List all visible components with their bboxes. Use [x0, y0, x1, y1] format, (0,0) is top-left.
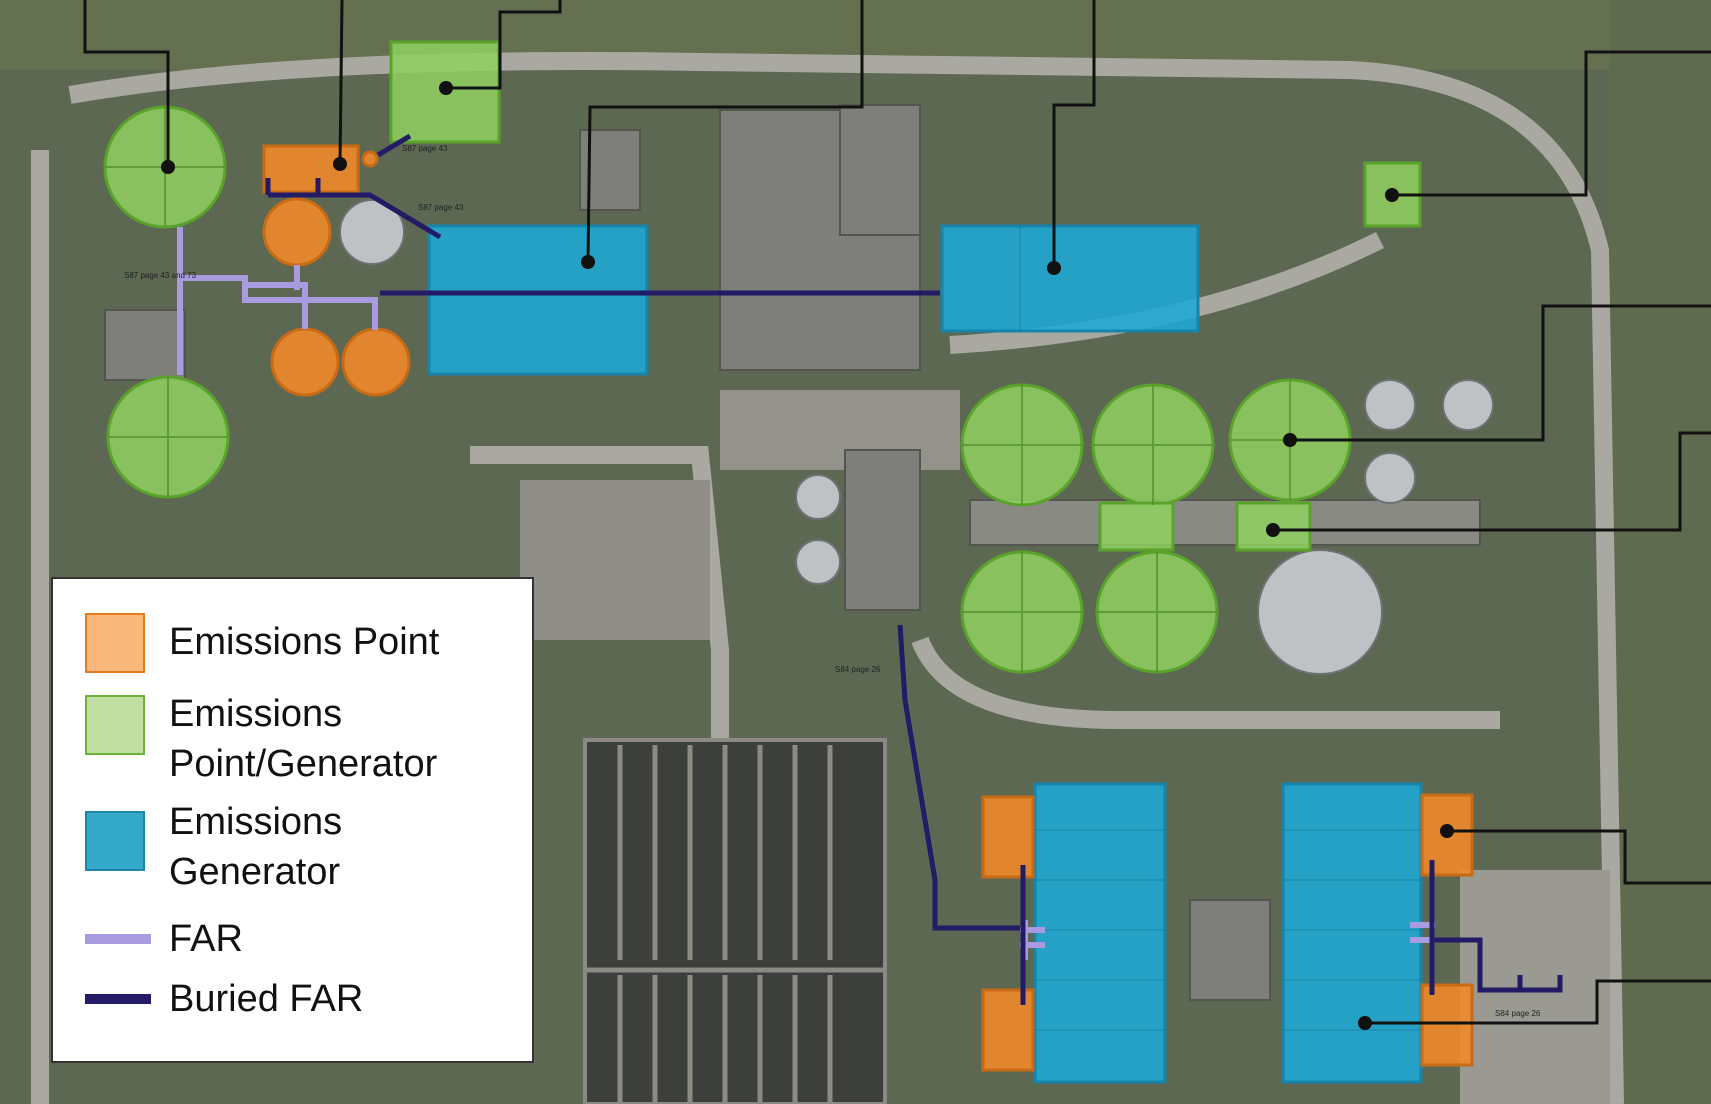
generator-building-north-east [940, 224, 1200, 333]
buried-far-south-run [897, 624, 1020, 931]
building-central-north [839, 104, 921, 236]
tank-grey-1 [1364, 379, 1416, 431]
road-north-loop [68, 51, 1624, 1104]
callout-point-se-top [1447, 829, 1711, 885]
far-west-branch [180, 275, 378, 330]
emissions-points [262, 144, 1474, 1072]
annotation-s84-b: S84 page 26 [1495, 1009, 1541, 1018]
buried-far-lines [265, 133, 1563, 1005]
far-lines [177, 227, 1435, 960]
tank-grey-east-large [1257, 549, 1383, 675]
annotation-s87-a: S87 page 43 [402, 144, 448, 153]
grey-buildings [104, 104, 1481, 1001]
callout-green-box-east [1392, 50, 1711, 197]
point-box-sw-top [981, 795, 1035, 879]
callout-generator-se [1365, 979, 1711, 1025]
legend-line-far [85, 934, 151, 944]
legend-item-emissions-generator: Emissions Generator [53, 797, 532, 897]
tank-grey-4 [795, 474, 841, 520]
grey-tanks [339, 199, 1494, 675]
legend-swatch-green [85, 695, 145, 755]
legend-label: Emissions Generator [169, 801, 343, 893]
building-south-middle [1189, 899, 1271, 1001]
legend-item-emissions-point-generator: Emissions Point/Generator [53, 689, 532, 789]
callout-generator-ne [1052, 0, 1096, 268]
generator-building-west [427, 224, 649, 376]
buried-far-north [268, 192, 442, 240]
aeration-basins [583, 738, 887, 1104]
callout-lines [83, 0, 1711, 1025]
callout-point-box [338, 0, 344, 165]
legend-label: FAR [169, 918, 243, 960]
map-legend: Emissions Point Emissions Point/Generato… [51, 577, 534, 1063]
far-west-branch-2 [245, 282, 308, 329]
building-west [104, 309, 186, 381]
point-box-se-bottom [1420, 983, 1474, 1067]
annotation-s87-b: S87 page 43 [418, 203, 464, 212]
building-east-pipegallery [969, 499, 1481, 546]
callout-green-box-mid-2 [1273, 431, 1711, 532]
parking-lot-central [720, 390, 960, 470]
callout-clarifier-e3 [1290, 304, 1711, 442]
tank-grey-5 [795, 539, 841, 585]
legend-label: Buried FAR [169, 978, 364, 1020]
legend-label: Emissions Point/Generator [169, 693, 438, 785]
callout-clarifier-nw [83, 0, 170, 167]
emissions-generators [427, 224, 1423, 1084]
point-box-sw-bottom [981, 988, 1035, 1072]
annotation-s87-c: S87 page 43 and 73 [124, 271, 197, 280]
basin-block [583, 738, 887, 1104]
legend-swatch-blue [85, 811, 145, 871]
parking-lot-west [520, 480, 710, 640]
callout-green-box-north [446, 0, 562, 90]
building-mid [844, 449, 921, 611]
legend-item-far: FAR [53, 914, 532, 964]
buried-far-se-run [1432, 937, 1563, 993]
legend-line-buried-far [85, 994, 151, 1004]
point-tank-1 [262, 197, 332, 267]
callout-generator-west [586, 0, 864, 263]
roof-detail [1019, 226, 1421, 1031]
legend-item-emissions-point: Emissions Point [53, 607, 532, 677]
generator-building-south-west [1033, 782, 1167, 1084]
callout-dots [161, 81, 1454, 1030]
legend-item-buried-far: Buried FAR [53, 974, 532, 1024]
point-tank-3 [341, 327, 411, 397]
generator-building-south-east [1281, 782, 1423, 1084]
point-small [361, 150, 379, 168]
annotation-s84-a: S84 page 26 [835, 665, 881, 674]
paved-yard-east [1460, 870, 1610, 1104]
legend-swatch-orange [85, 613, 145, 673]
tank-grey-3 [1364, 452, 1416, 504]
tank-grey-2 [1442, 379, 1494, 431]
point-tank-2 [270, 327, 340, 397]
buried-far-north-stub [265, 178, 321, 195]
tank-grey-west [339, 199, 405, 265]
grass-field-east [1610, 0, 1711, 1104]
road-south [911, 636, 1500, 729]
buried-far-diag [376, 133, 412, 158]
legend-label: Emissions Point [169, 621, 440, 663]
green-box-mid-1 [1098, 501, 1175, 552]
